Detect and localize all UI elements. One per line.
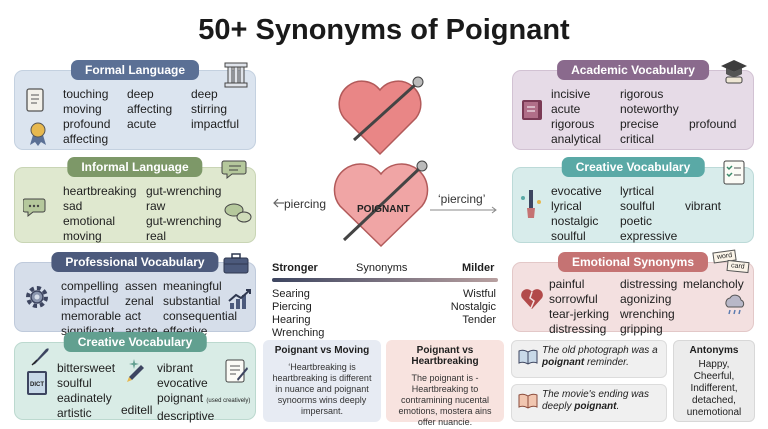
emotional-synonyms-title: Emotional Synonyms	[557, 252, 709, 272]
award-ribbon-icon	[30, 122, 46, 146]
creative-left-words-col2: editell	[121, 403, 153, 417]
antonyms-title: Antonyms	[689, 345, 739, 356]
center-right-label: ‘piercing’	[438, 192, 486, 206]
speech-bubble-icon	[221, 160, 247, 180]
center-left-label: piercing	[284, 197, 327, 211]
poignant-vs-heartbreaking-box: Poignant vs Heartbreaking The poignant i…	[386, 340, 504, 427]
academic-words-col3: profound	[689, 117, 737, 131]
poignant-vs-heartbreaking-title: Poignant vs Heartbreaking	[411, 345, 479, 367]
scroll-icon	[26, 88, 44, 112]
antonyms-box: Antonyms Happy, Cheerful, Indifferent, d…	[673, 340, 755, 422]
chat-bubbles-icon	[23, 198, 46, 218]
informal-language-title: Informal Language	[67, 157, 203, 177]
antonym-item: Happy,	[698, 359, 730, 370]
antonym-item: unemotional	[686, 407, 742, 418]
example-sentence: The old photograph was a poignant remind…	[511, 340, 667, 378]
page-title: 50+ Synonyms of Poignant	[198, 14, 570, 46]
poignant-heart-label: POIGNANT	[357, 204, 410, 215]
emotional-words-col3: melancholy	[683, 277, 744, 291]
antonym-item: Cheerful,	[693, 371, 735, 382]
sparkle-pen-icon	[127, 359, 144, 382]
pierced-heart-top-icon	[338, 76, 424, 156]
card-tile: card	[726, 259, 750, 274]
academic-vocabulary-title: Academic Vocabulary	[557, 60, 709, 80]
dictionary-label: DICT	[30, 382, 44, 388]
quill-icon	[31, 348, 49, 366]
book-icon	[522, 100, 542, 120]
open-book-icon	[518, 393, 538, 409]
example-sentence: The movie's ending was deeply poignant.	[511, 384, 667, 422]
poignant-vs-heartbreaking-text: The poignant is - Heartbreaking to contr…	[398, 373, 492, 427]
creative-vocabulary-right-title: Creative Vocabulary	[561, 157, 705, 177]
broken-heart-icon	[521, 289, 543, 309]
paintbrush-icon	[521, 190, 541, 218]
poignant-vs-moving-text: ‘Heartbreaking is heartbreaking is diffe…	[272, 362, 372, 416]
dictionary-icon: DICT	[27, 371, 47, 395]
word-tiles-icon: word card	[712, 249, 750, 277]
antonym-item: detached,	[692, 395, 736, 406]
arrow-left-icon	[273, 198, 284, 208]
notepad-icon	[225, 359, 248, 383]
checklist-icon	[723, 160, 745, 185]
gear-icon	[26, 286, 48, 308]
column-icon	[224, 62, 248, 88]
creative-vocabulary-left-title: Creative Vocabulary	[63, 332, 207, 352]
scale-synonyms-label: Synonyms	[356, 262, 408, 274]
poignant-heart-icon	[333, 160, 429, 248]
arrow-right-icon	[430, 206, 497, 214]
formal-language-title: Formal Language	[70, 60, 200, 80]
rain-cloud-icon	[725, 294, 745, 315]
creative-right-words-col3: vibrant	[685, 199, 722, 213]
chat-bubbles-small-icon	[224, 203, 252, 223]
scale-stronger-label: Stronger	[272, 262, 318, 274]
poignant-vs-moving-box: Poignant vs Moving ‘Heartbreaking is hea…	[263, 340, 381, 422]
graduation-cap-icon	[721, 60, 747, 84]
growth-chart-icon	[228, 289, 251, 309]
antonym-item: Indifferent,	[690, 383, 738, 394]
open-book-icon	[518, 349, 538, 365]
briefcase-icon	[223, 253, 249, 274]
professional-vocabulary-title: Professional Vocabulary	[51, 252, 219, 272]
scale-milder-label: Milder	[462, 262, 495, 274]
intensity-scale-bar	[272, 278, 498, 282]
poignant-vs-moving-title: Poignant vs Moving	[274, 345, 370, 356]
